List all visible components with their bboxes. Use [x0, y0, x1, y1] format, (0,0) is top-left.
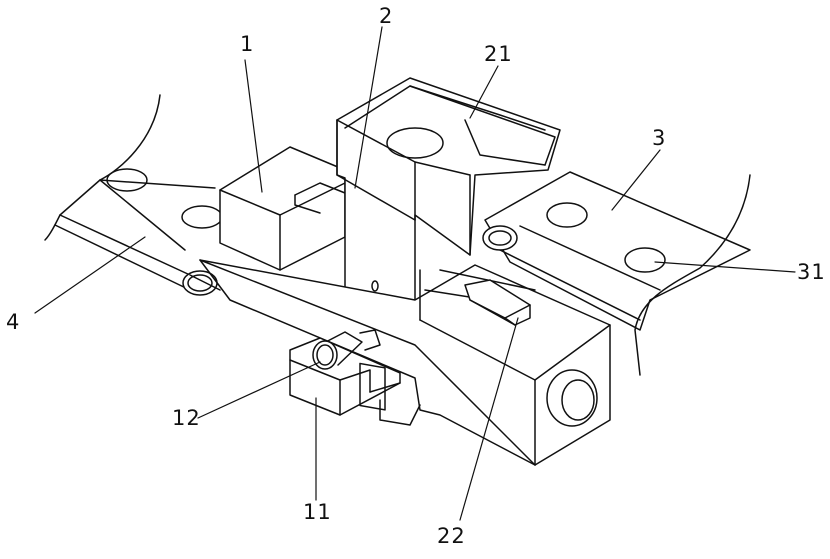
left-plate-hole-1	[107, 169, 147, 191]
small-bracket-block	[290, 338, 420, 425]
callout-label-12: 12	[172, 408, 201, 429]
callout-label-4: 4	[6, 312, 20, 333]
left-block	[220, 147, 345, 270]
callout-label-22: 22	[437, 526, 466, 547]
callout-label-1: 1	[240, 34, 254, 55]
callout-label-2: 2	[379, 6, 393, 27]
callout-label-11: 11	[303, 502, 332, 523]
callout-label-3: 3	[652, 128, 666, 149]
callout-label-21: 21	[484, 44, 513, 65]
central-body	[337, 78, 560, 310]
left-plate-hole-2	[182, 206, 222, 228]
callout-label-31: 31	[797, 262, 826, 283]
left-hinge-plate	[45, 95, 222, 295]
